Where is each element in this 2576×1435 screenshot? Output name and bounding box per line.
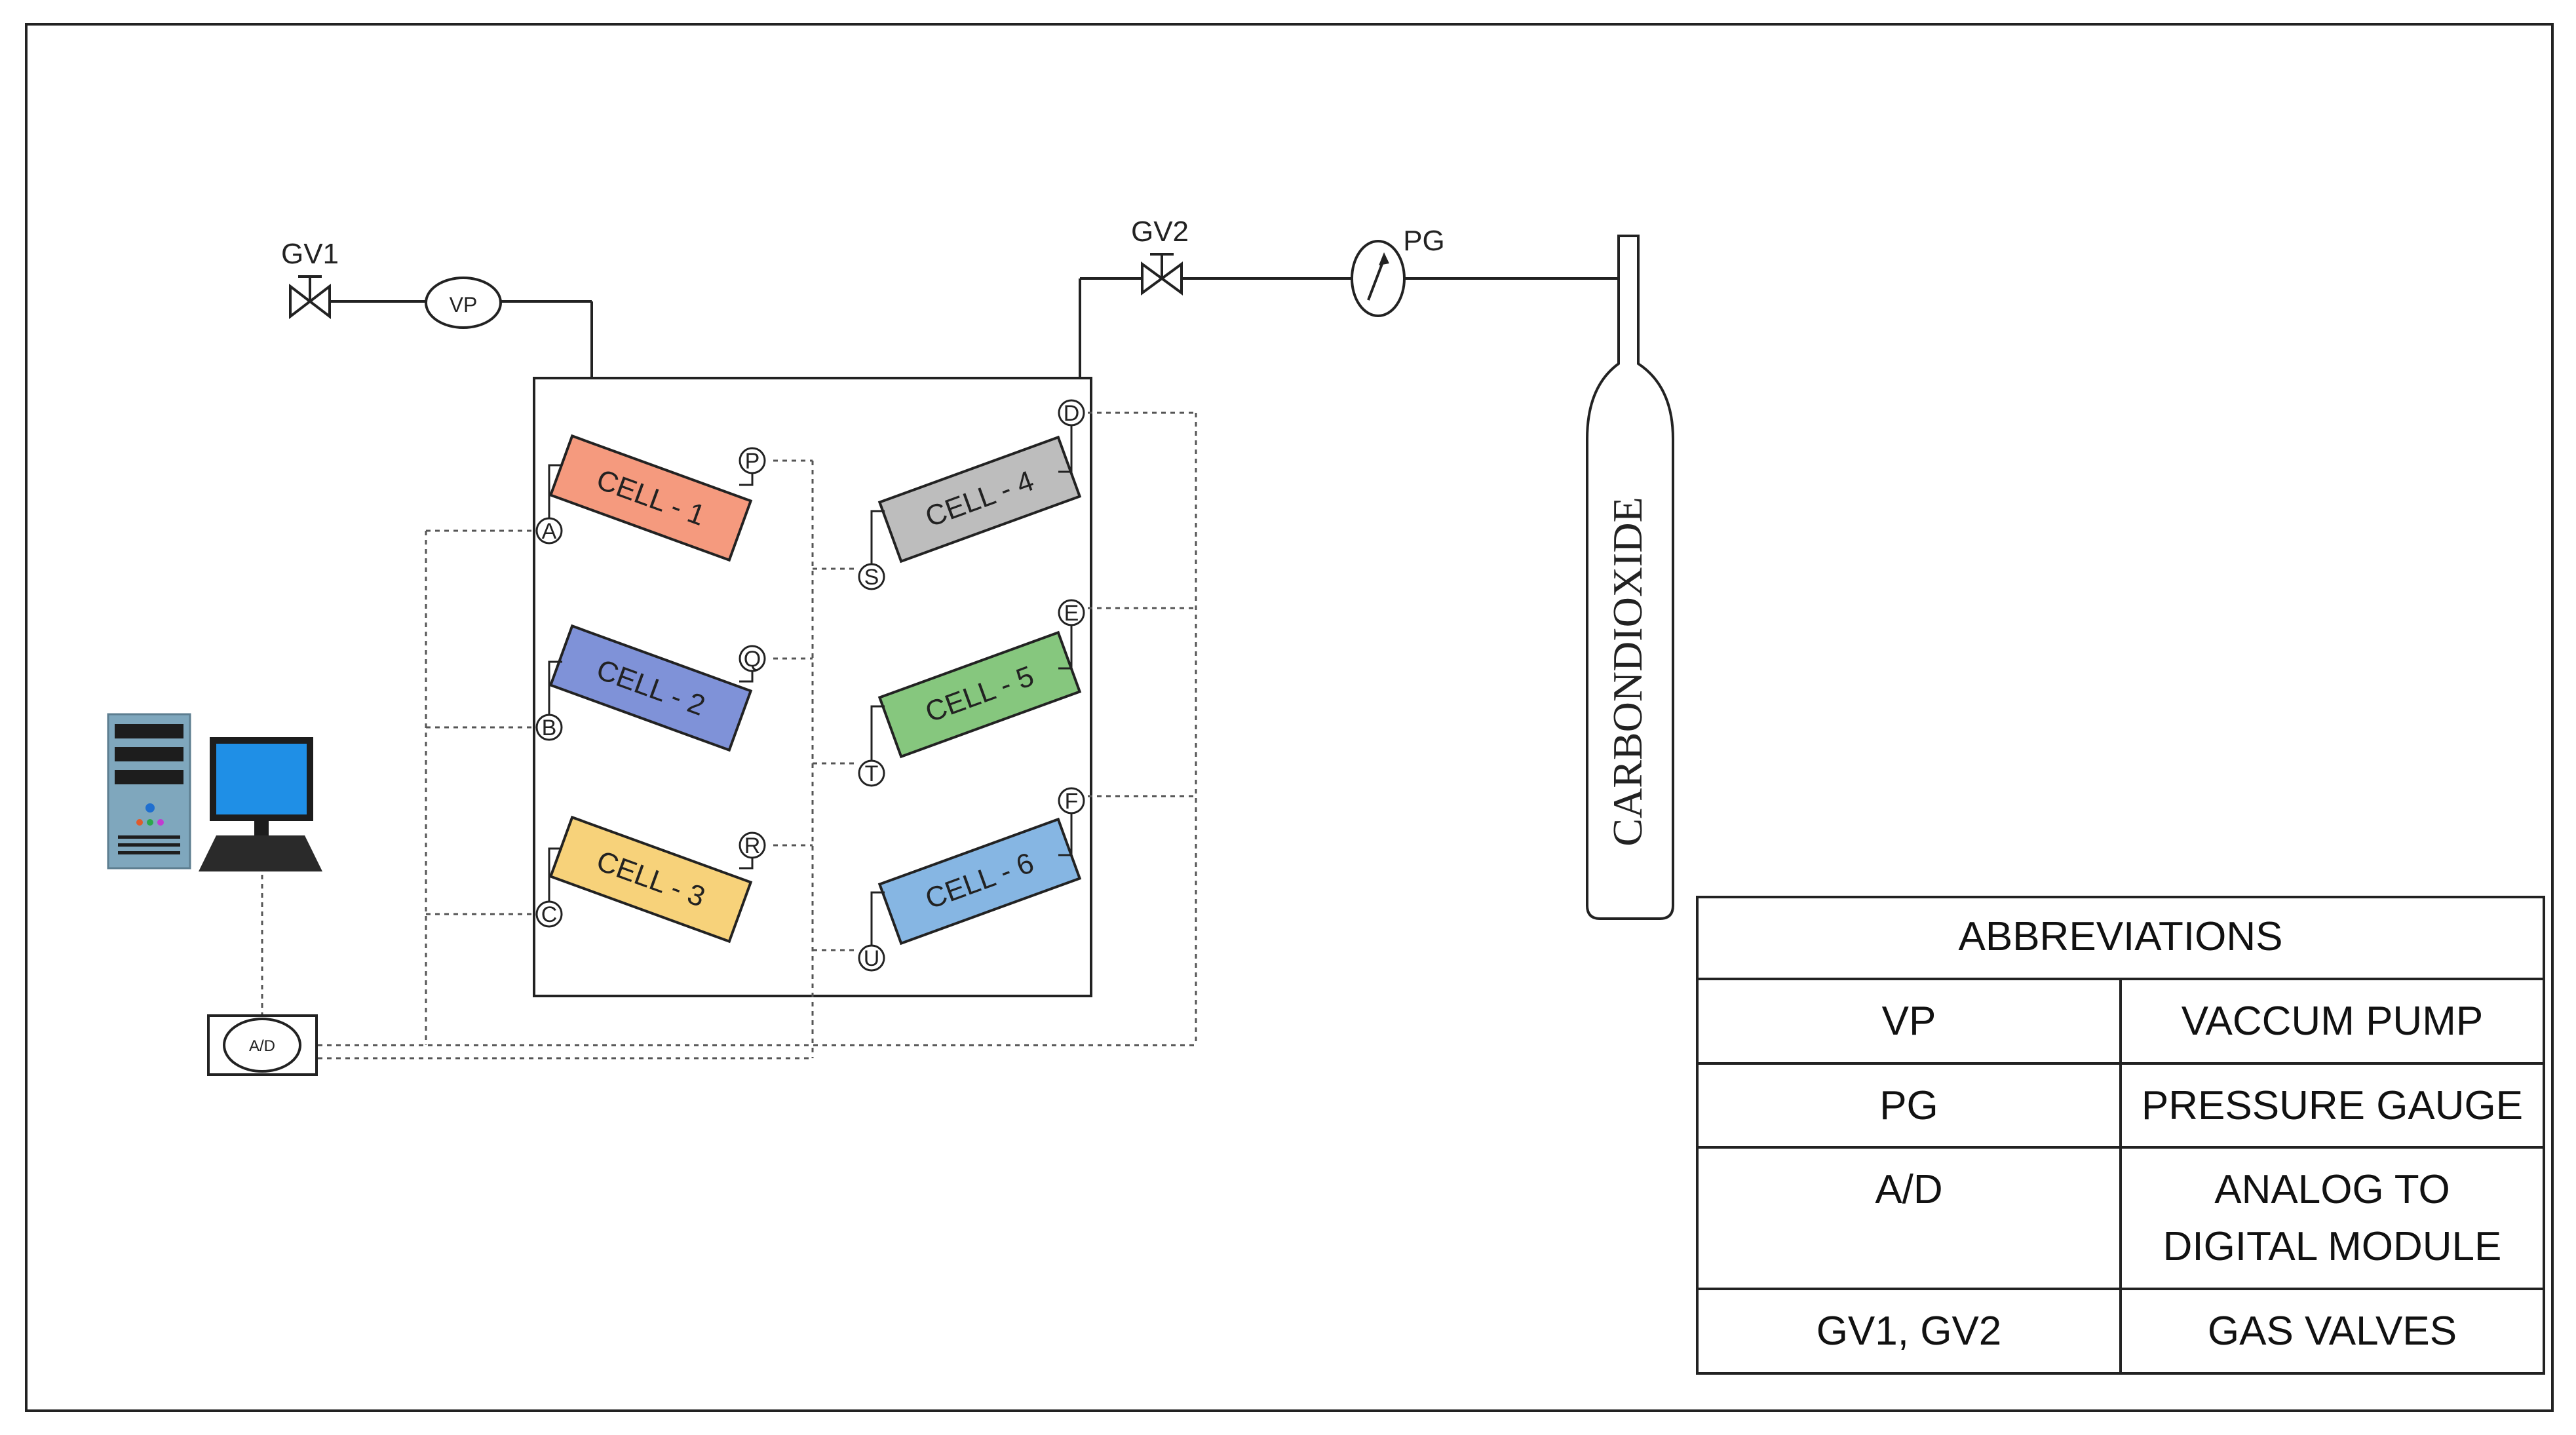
vp-label: VP [450, 293, 478, 316]
cylinder-label: CARBONDIOXIDE [1604, 497, 1651, 846]
cell-lead-right [1058, 801, 1073, 856]
abbreviations-header-row: ABBREVIATIONS [1696, 896, 2545, 980]
gv2-valve [1141, 253, 1183, 296]
terminal-left [858, 563, 885, 590]
abbreviations-title: ABBREVIATIONS [1696, 896, 2545, 980]
cell-lead-left [548, 660, 562, 727]
cell-lead-left [870, 510, 885, 577]
terminal-left-label: C [541, 902, 558, 927]
terminal-right [1058, 399, 1085, 427]
computer-icon [107, 713, 322, 871]
terminal-left [535, 900, 563, 928]
gv2-label: GV2 [1131, 216, 1189, 248]
terminal-right-label: F [1065, 789, 1079, 814]
cell-6: CELL - 6UF [858, 787, 1085, 972]
terminal-right [739, 447, 766, 474]
cell-body [877, 435, 1082, 564]
terminal-right-label: P [745, 449, 760, 474]
signal-wiring [261, 411, 1197, 1060]
cell-1: CELL - 1AP [535, 434, 766, 562]
cell-body [877, 817, 1082, 946]
cell-lead-left [870, 891, 885, 958]
terminal-right-label: Q [744, 647, 761, 672]
terminal-left-label: T [865, 761, 879, 786]
pressure-gauge [1351, 240, 1406, 317]
cell-body [548, 624, 753, 752]
co2-cylinder [1586, 235, 1674, 920]
cell-lead-right [1058, 613, 1073, 670]
abbreviation-term: VP [1696, 977, 2122, 1065]
abbreviation-term: A/D [1696, 1146, 2122, 1290]
terminal-right [1058, 787, 1085, 814]
terminal-right-label: D [1064, 401, 1080, 426]
terminal-left [858, 944, 885, 972]
ad-module [207, 1014, 318, 1076]
gas-lines [328, 277, 1619, 378]
terminal-left-label: S [864, 565, 879, 590]
cell-lead-left [548, 464, 562, 531]
terminal-right [739, 832, 766, 859]
abbreviation-row: A/D ANALOG TO DIGITAL MODULE [1696, 1146, 2545, 1290]
terminal-left [535, 517, 563, 545]
cell-lead-right [1058, 413, 1073, 473]
terminal-left-label: B [542, 716, 557, 740]
abbreviation-row: GV1, GV2 GAS VALVES [1696, 1287, 2545, 1375]
gv1-label: GV1 [281, 238, 339, 270]
abbreviation-meaning: PRESSURE GAUGE [2119, 1062, 2545, 1149]
pg-label: PG [1403, 225, 1445, 257]
cell-3: CELL - 3CR [535, 815, 766, 944]
terminal-left [535, 714, 563, 741]
terminal-left-label: A [542, 519, 557, 544]
terminal-right [1058, 599, 1085, 626]
gv1-valve [289, 275, 331, 320]
abbreviation-term: GV1, GV2 [1696, 1287, 2122, 1375]
cell-lead-left [870, 705, 885, 773]
terminal-right [739, 645, 766, 672]
ad-label: A/D [249, 1037, 275, 1055]
cell-body [877, 630, 1082, 759]
abbreviation-meaning: VACCUM PUMP [2119, 977, 2545, 1065]
terminal-right-label: E [1064, 601, 1079, 626]
abbreviations-table: ABBREVIATIONS VP VACCUM PUMP PG PRESSURE… [1696, 896, 2545, 1375]
cell-body [548, 815, 753, 944]
cell-lead-left [548, 847, 562, 914]
terminal-left-label: U [864, 946, 880, 971]
abbreviation-meaning: ANALOG TO DIGITAL MODULE [2119, 1146, 2545, 1290]
abbreviation-meaning: GAS VALVES [2119, 1287, 2545, 1375]
abbreviation-term: PG [1696, 1062, 2122, 1149]
vacuum-pump [425, 277, 502, 329]
terminal-right-label: R [744, 833, 761, 858]
abbreviation-row: PG PRESSURE GAUGE [1696, 1062, 2545, 1149]
abbreviation-row: VP VACCUM PUMP [1696, 977, 2545, 1065]
outer-border [25, 23, 2554, 1412]
terminal-left [858, 759, 885, 787]
